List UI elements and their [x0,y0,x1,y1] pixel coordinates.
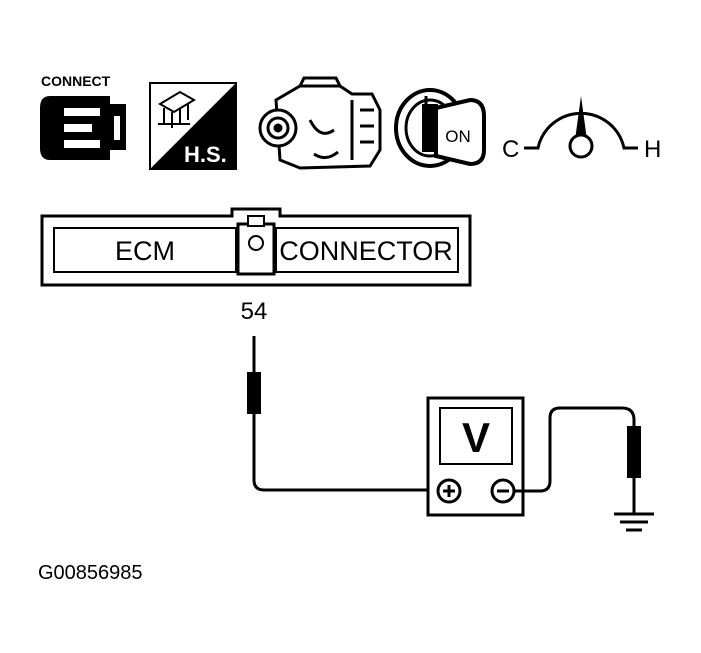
connector-left-label: ECM [115,236,175,266]
negative-lead-wire [514,406,636,493]
ignition-on-label: ON [445,127,471,146]
connect-label: CONNECT [41,73,111,89]
connector-right-label: CONNECTOR [279,236,453,266]
terminal-54-pin [248,235,264,251]
temp-cold-label: C [502,136,519,163]
hs-label: H.S. [184,142,227,167]
ecm-connector: ECM CONNECTOR [40,207,472,287]
temp-hot-label: H [644,136,661,163]
ground-icon [614,512,654,532]
positive-lead-wire [252,414,430,492]
voltmeter: V [426,396,525,517]
negative-probe [627,426,641,478]
hs-icon: H.S. [149,82,237,170]
figure-id: G00856985 [38,562,143,584]
positive-terminal [436,478,462,504]
temperature-gauge-icon: C H [502,96,661,163]
terminal-number: 54 [241,298,268,325]
ignition-key-icon: ON [394,88,486,168]
positive-probe [247,336,430,492]
engine-icon [258,76,382,170]
connect-icon: CONNECT [40,73,126,160]
voltmeter-symbol: V [462,414,490,461]
negative-lead [514,406,641,514]
negative-terminal [490,478,516,504]
